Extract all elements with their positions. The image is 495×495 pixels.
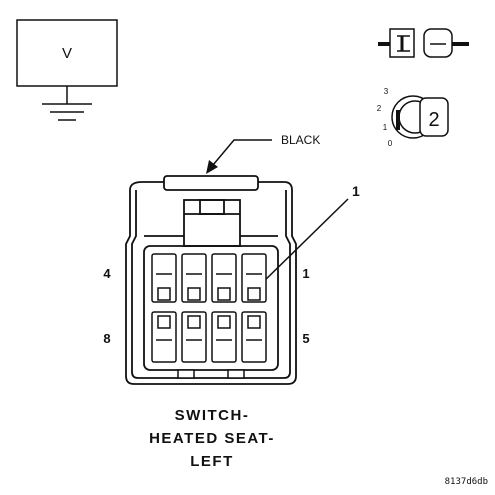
bottom-tabs [177,369,245,379]
view-legend-icon [391,95,449,139]
pin-label-8: 8 [103,331,110,346]
pin-label-1: 1 [302,266,309,281]
color-callout-leader [212,139,272,166]
legend-scale-1: 1 [383,123,388,132]
legend-scale-0: 0 [388,139,393,148]
voltmeter [16,19,118,121]
caption-line-1: SWITCH- [175,407,250,424]
item-callout-leader [257,198,349,288]
legend-view-number: 2 [428,109,439,131]
connector-color-label: BLACK [281,133,320,147]
cavity-row-top [151,253,267,303]
caption-line-3: LEFT [190,453,234,470]
legend-scale-2: 2 [377,104,382,113]
item-number-label: 1 [352,183,360,199]
caption-line-2: HEATED SEAT- [149,430,275,447]
figure-id: 8137d6db [445,477,488,487]
voltmeter-symbol: V [62,45,72,62]
connector-side-view-icon [378,28,469,58]
cavity-row-bottom [151,311,267,363]
connector-body [125,175,297,385]
pin-label-4: 4 [103,266,111,281]
pin-label-5: 5 [302,331,309,346]
color-callout-arrow [206,160,218,174]
legend-scale-3: 3 [384,87,389,96]
